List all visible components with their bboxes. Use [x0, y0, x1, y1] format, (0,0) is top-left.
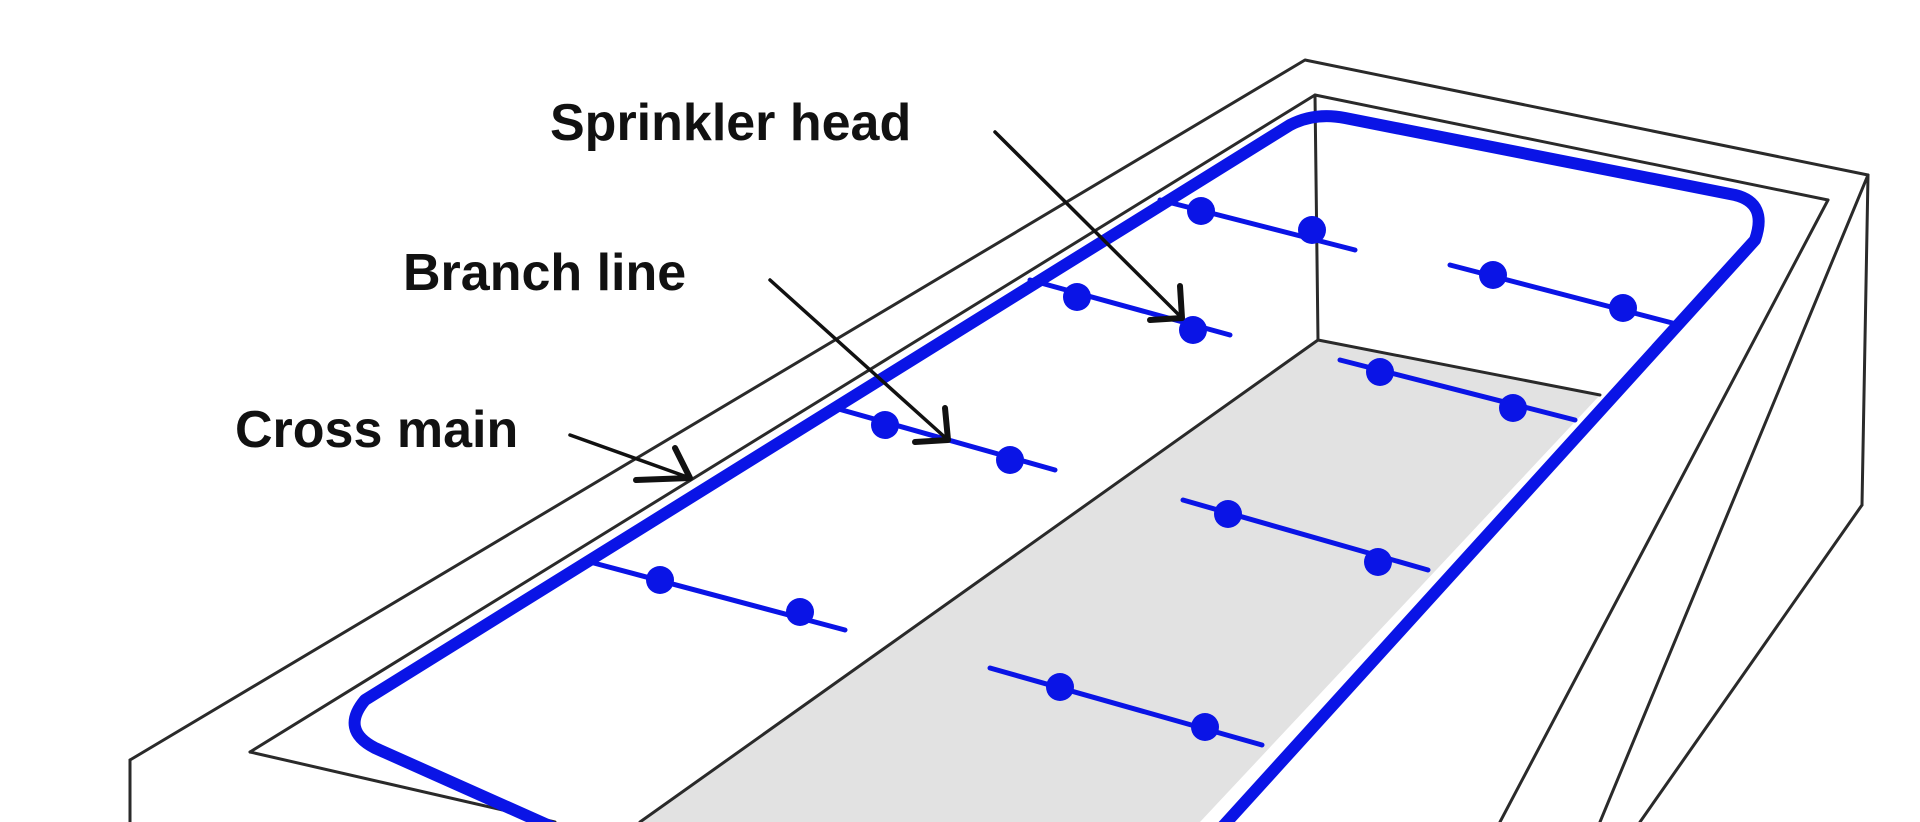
cross-main-leader [568, 433, 693, 483]
cross-main-label: Cross main [235, 401, 518, 459]
sprinkler-head [1187, 197, 1215, 225]
branch-line-label: Branch line [403, 244, 686, 302]
sprinkler-head [1046, 673, 1074, 701]
sprinkler-head [1063, 283, 1091, 311]
sprinkler-head [1191, 713, 1219, 741]
sprinkler-head [1214, 500, 1242, 528]
sprinkler-head [646, 566, 674, 594]
sprinkler-head [786, 598, 814, 626]
sprinkler-head [871, 411, 899, 439]
branch-line-leader [768, 278, 951, 445]
sprinkler-head-leader [993, 130, 1185, 323]
room-outline [128, 58, 1870, 822]
sprinkler-head [1499, 394, 1527, 422]
sprinkler-heads [646, 197, 1637, 741]
sprinkler-head [1364, 548, 1392, 576]
room-floor [640, 340, 1600, 822]
sprinkler-head [996, 446, 1024, 474]
sprinkler-head [1298, 216, 1326, 244]
sprinkler-head [1609, 294, 1637, 322]
cross-main-pipe [348, 110, 1765, 822]
sprinkler-head [1479, 261, 1507, 289]
sprinkler-head [1179, 316, 1207, 344]
sprinkler-head [1366, 358, 1394, 386]
sprinkler-head-label: Sprinkler head [550, 94, 911, 152]
